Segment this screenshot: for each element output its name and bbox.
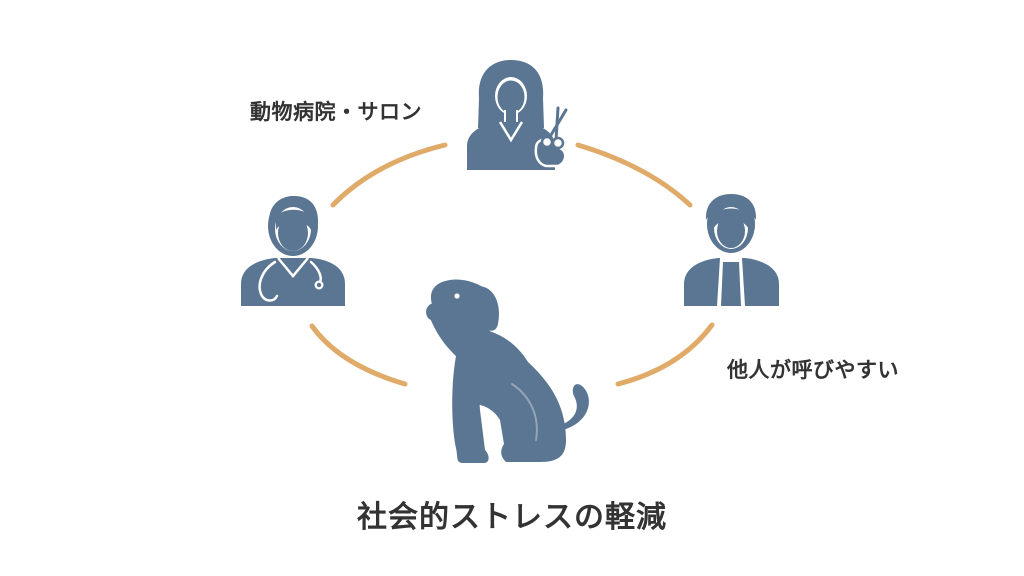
label-easy-to-call: 他人が呼びやすい xyxy=(727,358,899,382)
arc-bottom-right xyxy=(615,322,715,387)
diagram-caption: 社会的ストレスの軽減 xyxy=(357,500,667,535)
arc-top-right xyxy=(575,142,693,208)
arc-bottom-left xyxy=(309,323,408,387)
groomer-with-scissors-icon xyxy=(467,60,568,170)
label-vet-salon: 動物病院・サロン xyxy=(250,100,422,124)
connecting-arcs xyxy=(309,142,715,387)
sitting-dog-icon xyxy=(426,279,589,463)
person-icon xyxy=(684,194,779,306)
veterinarian-with-stethoscope-icon xyxy=(241,196,345,306)
arc-top-left xyxy=(330,142,448,208)
